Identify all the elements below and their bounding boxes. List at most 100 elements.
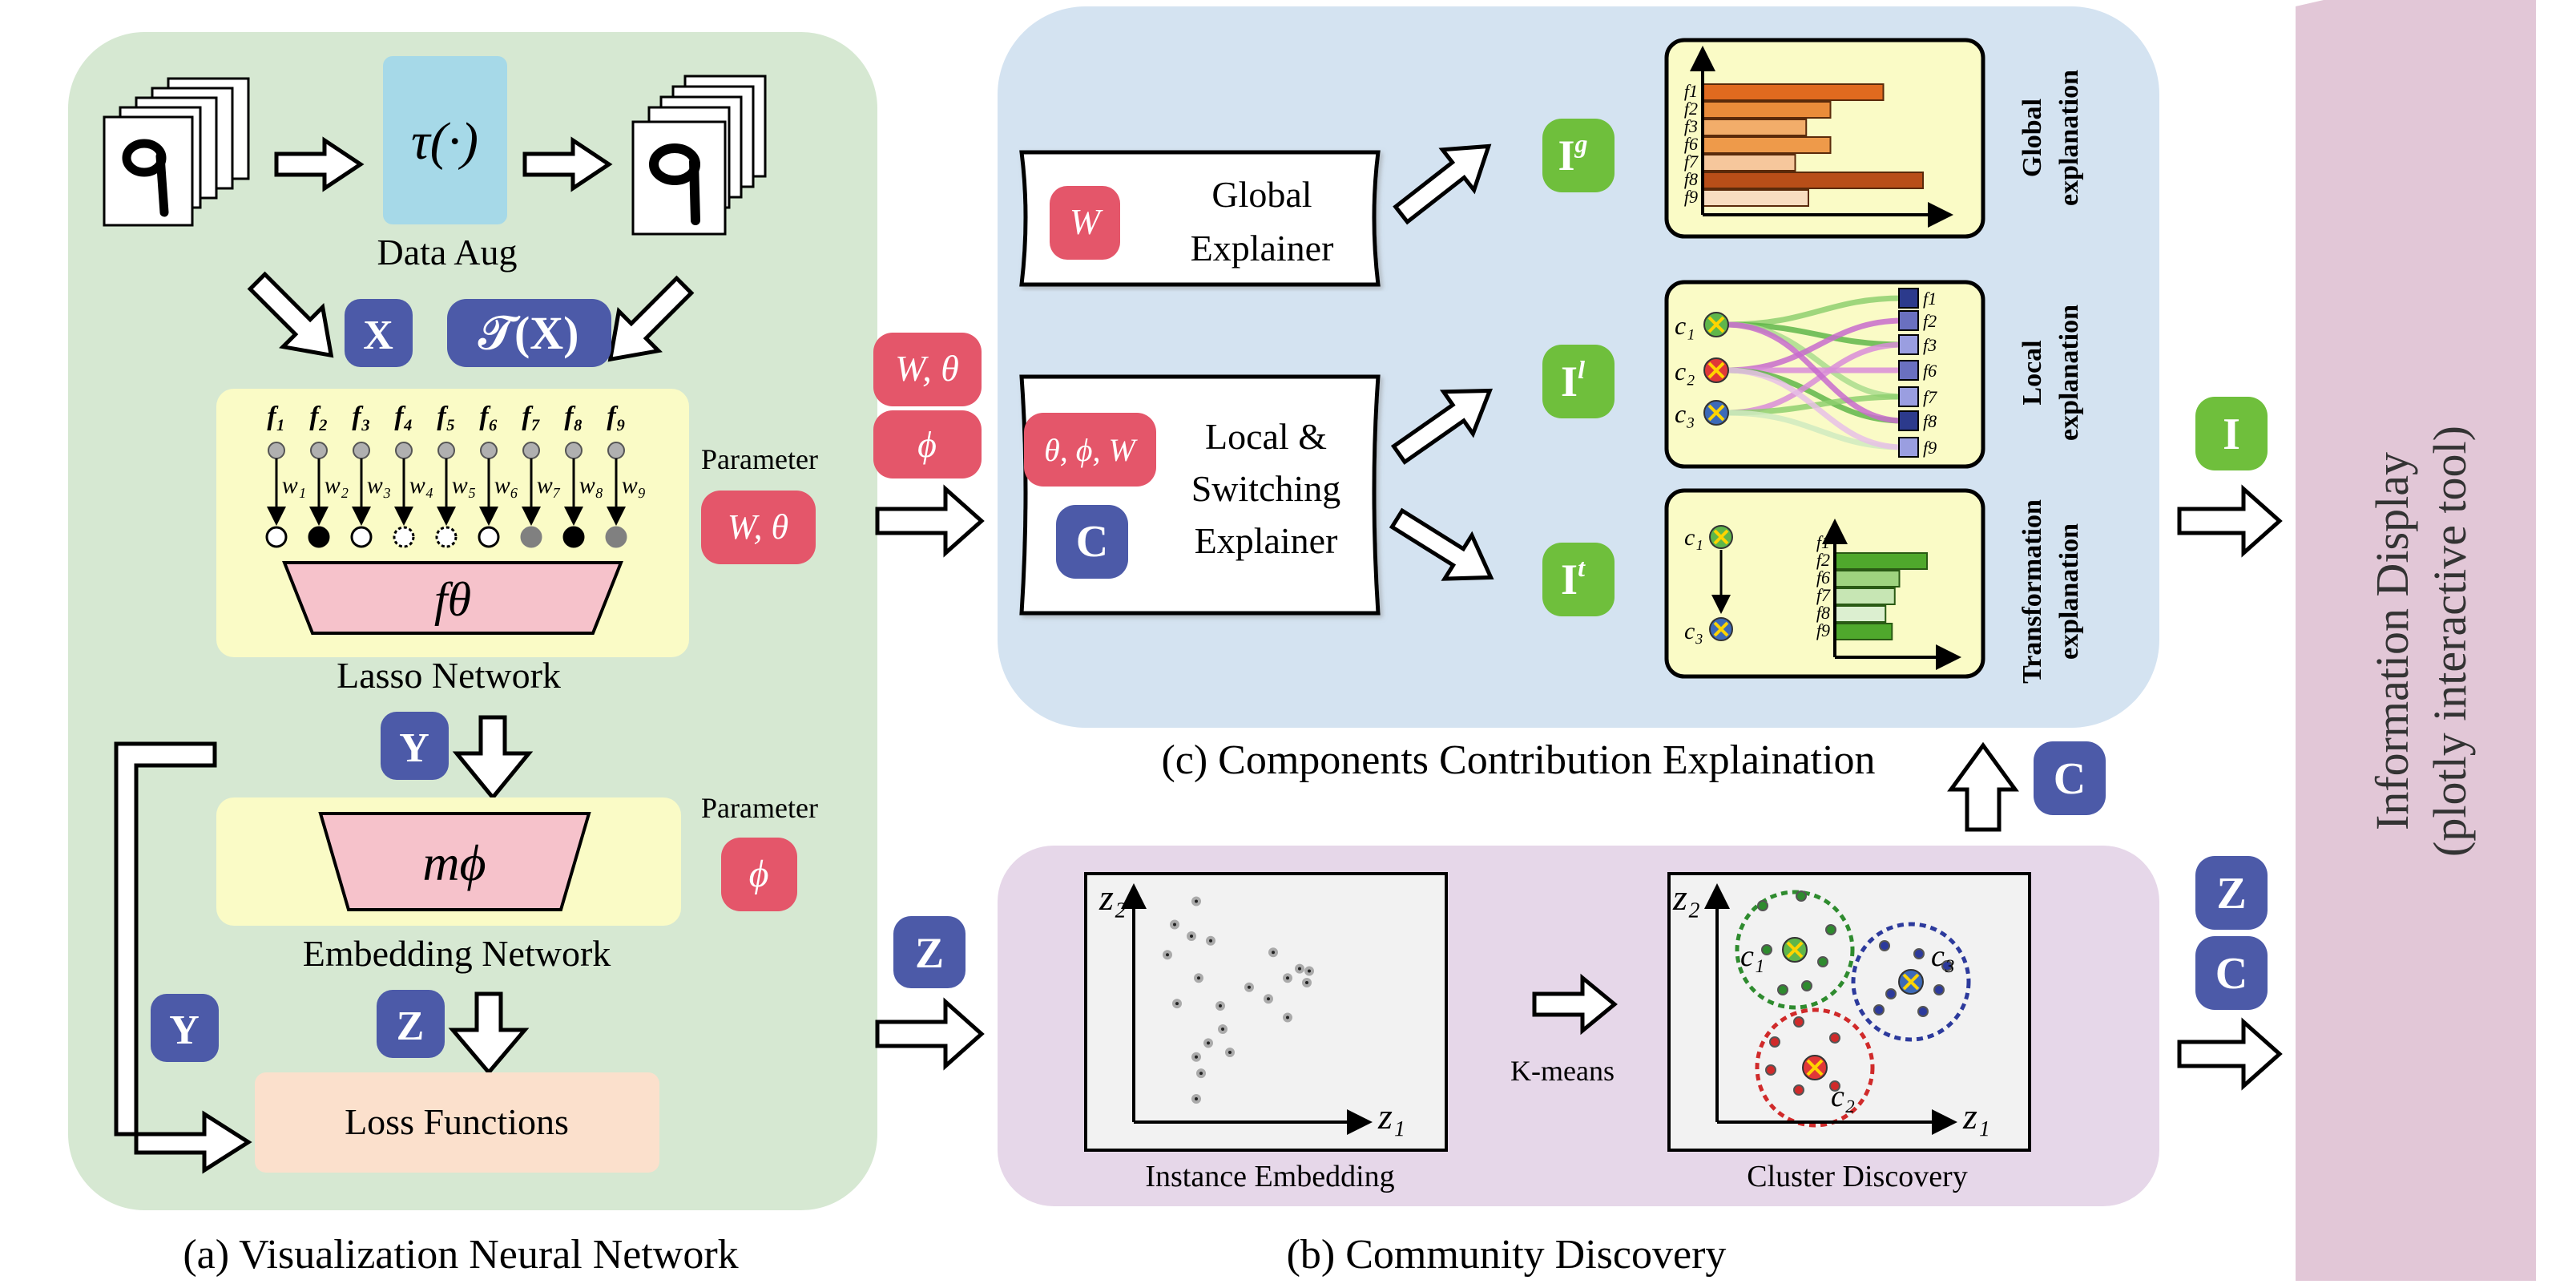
weight-label-9: w₉ — [622, 472, 646, 499]
cluster-3-point-4 — [1793, 1084, 1804, 1096]
i-badge-right-label: I — [2223, 410, 2240, 459]
panel-b-caption: (b) Community Discovery — [1287, 1232, 1727, 1278]
arrow-local-to-it — [1389, 507, 1494, 581]
global-explainer-line1: Global — [1211, 174, 1312, 215]
input-node-7 — [522, 442, 540, 459]
output-node-1 — [265, 526, 288, 548]
local-target-label-f9: f9 — [1923, 438, 1937, 458]
global-bar-f9 — [1702, 189, 1809, 207]
embedding-point-10 — [1283, 973, 1292, 983]
local-target-node-f8 — [1898, 410, 1919, 431]
local-target-node-f7 — [1898, 386, 1919, 407]
trans-tick-f6: f6 — [1816, 567, 1830, 587]
local-target-label-f3: f3 — [1923, 335, 1937, 355]
y-badge-loss-label: Y — [169, 1007, 200, 1053]
weight-label-4: w₄ — [409, 472, 433, 499]
cluster-1-point-5 — [1777, 984, 1788, 995]
x-badge — [345, 299, 413, 367]
lasso-parameter-label: Parameter — [701, 443, 818, 475]
feature-label-3: f₃ — [352, 402, 370, 431]
feature-label-8: f₈ — [564, 402, 583, 431]
feature-label-9: f₉ — [607, 402, 625, 431]
lasso-parameter-badge — [701, 491, 816, 564]
cluster-3-point-5 — [1829, 1080, 1840, 1092]
embedding-point-17 — [1218, 1024, 1228, 1034]
y-badge-lasso — [381, 712, 449, 780]
input-node-3 — [353, 442, 370, 459]
weight-label-2: w₂ — [325, 472, 349, 499]
cluster-1-point-4 — [1801, 980, 1812, 991]
cluster-boundary-2 — [1851, 922, 1971, 1042]
embedding-point-13 — [1304, 966, 1314, 976]
cluster-2-point-0 — [1879, 940, 1890, 951]
output-node-3 — [350, 526, 373, 548]
cluster-1-point-2 — [1825, 924, 1836, 935]
cluster-boundary-3 — [1755, 1007, 1875, 1128]
c-badge-right — [2195, 936, 2268, 1010]
y-badge-lasso-label: Y — [399, 725, 429, 771]
output-node-5 — [435, 526, 458, 548]
tx-badge-label: 𝒯(X) — [478, 307, 579, 359]
info-display-top-tab — [2296, 0, 2536, 6]
global-bar-f2 — [1702, 101, 1832, 119]
embedding-point-19 — [1225, 1048, 1235, 1057]
trans-bar-f2 — [1834, 552, 1928, 570]
instance-z1-label: z₁ — [1377, 1096, 1405, 1137]
c-badge-up — [2034, 741, 2106, 815]
cluster-2-point-6 — [1933, 984, 1945, 995]
local-params-badge — [1024, 413, 1156, 487]
data-aug-label: Data Aug — [377, 232, 517, 273]
local-c-badge — [1056, 505, 1128, 579]
input-node-4 — [395, 442, 413, 459]
loss-functions-box — [255, 1072, 659, 1173]
cluster-z1-label: z₁ — [1962, 1096, 1990, 1137]
input-node-9 — [607, 442, 625, 459]
m-phi-trapezoid — [318, 812, 591, 911]
global-tick-f7: f7 — [1684, 151, 1699, 172]
embedding-point-16 — [1203, 1038, 1213, 1048]
cluster-discovery-plot — [1667, 872, 2031, 1152]
instance-embedding-scatter — [1163, 896, 1314, 1104]
cluster-c2-label: c₂ — [1831, 1080, 1855, 1113]
input-node-8 — [565, 442, 583, 459]
local-source-label-1: c₁ — [1675, 311, 1695, 340]
feature-label-7: f₇ — [522, 402, 540, 431]
embedding-point-7 — [1215, 1001, 1225, 1011]
local-c-label: C — [1076, 517, 1108, 567]
trans-c3-cross — [1713, 621, 1729, 637]
global-tick-f3: f3 — [1684, 116, 1698, 136]
f-theta-trapezoid — [282, 561, 623, 635]
embedding-point-11 — [1268, 947, 1278, 958]
local-params-label: θ, ϕ, W — [1044, 432, 1138, 468]
transformation-explanation-card — [1664, 488, 1985, 679]
weight-label-8: w₈ — [579, 472, 603, 499]
trans-bar-f6 — [1834, 570, 1901, 587]
trans-bar-f7 — [1834, 587, 1896, 605]
embedding-point-3 — [1206, 935, 1215, 946]
cluster-c1-label: c₁ — [1740, 939, 1764, 973]
global-bar-f7 — [1702, 154, 1796, 172]
input-node-1 — [268, 442, 285, 459]
global-w-badge — [1050, 186, 1120, 260]
local-explainer-line3: Explainer — [1195, 520, 1338, 561]
cluster-z2-label: z₂ — [1672, 877, 1700, 918]
feature-label-6: f₆ — [479, 402, 498, 431]
cluster-c3-label: c₃ — [1931, 939, 1955, 973]
loss-functions-label: Loss Functions — [345, 1101, 569, 1142]
panel-c-caption: (c) Components Contribution Explaination — [1161, 737, 1875, 783]
output-node-8 — [562, 526, 585, 548]
local-target-label-f6: f6 — [1923, 361, 1937, 381]
embedding-point-14 — [1302, 978, 1312, 987]
global-explanation-label-1: Global — [2018, 99, 2047, 177]
global-bar-f3 — [1702, 119, 1808, 136]
z-badge-middle — [893, 916, 965, 988]
arrow-tx-down — [607, 275, 695, 362]
cluster-2-point-3 — [1885, 988, 1897, 999]
cluster-3-point-0 — [1769, 1036, 1780, 1048]
cluster-2-point-5 — [1917, 1006, 1929, 1017]
output-node-4 — [393, 526, 415, 548]
cluster-3-point-2 — [1829, 1032, 1840, 1044]
